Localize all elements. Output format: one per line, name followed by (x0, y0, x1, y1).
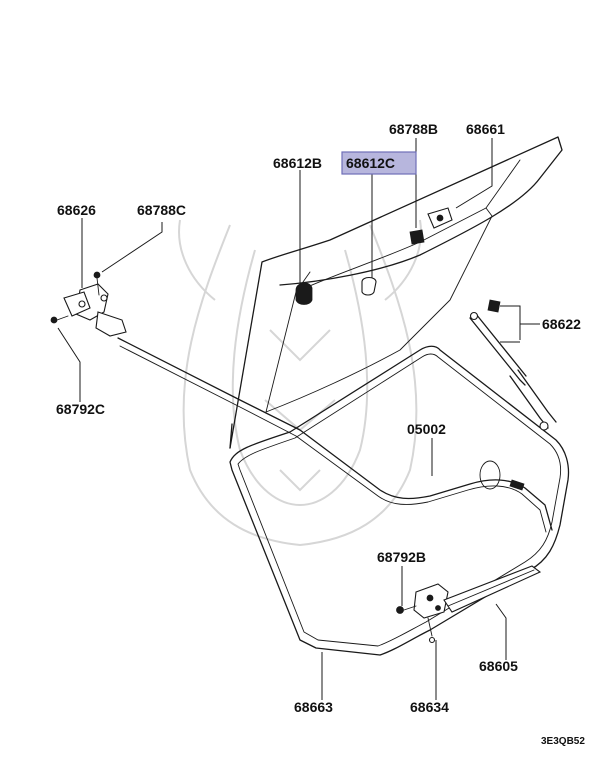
label-68661[interactable]: 68661 (466, 121, 505, 137)
gas-strut (469, 299, 557, 431)
label-05002[interactable]: 05002 (407, 421, 446, 437)
leader-lines (57, 138, 540, 700)
hinge-assembly (50, 271, 127, 337)
weatherstrip-seal (229, 345, 570, 656)
label-68605[interactable]: 68605 (479, 658, 518, 674)
label-68626[interactable]: 68626 (57, 202, 96, 218)
diagram-code: 3E3QB52 (541, 736, 585, 747)
label-68788B[interactable]: 68788B (389, 121, 438, 137)
watermark-emblem (178, 219, 422, 547)
release-cable (117, 337, 553, 533)
highlight-box (341, 151, 417, 175)
label-68622[interactable]: 68622 (542, 316, 581, 332)
bumper-parts (295, 207, 453, 305)
label-68612C[interactable]: 68612C (346, 155, 395, 171)
label-68612B[interactable]: 68612B (273, 155, 322, 171)
label-68792C[interactable]: 68792C (56, 401, 105, 417)
label-68788C[interactable]: 68788C (137, 202, 186, 218)
latch-assembly (396, 565, 542, 644)
label-68663[interactable]: 68663 (294, 699, 333, 715)
label-68634[interactable]: 68634 (410, 699, 449, 715)
label-68792B[interactable]: 68792B (377, 549, 426, 565)
